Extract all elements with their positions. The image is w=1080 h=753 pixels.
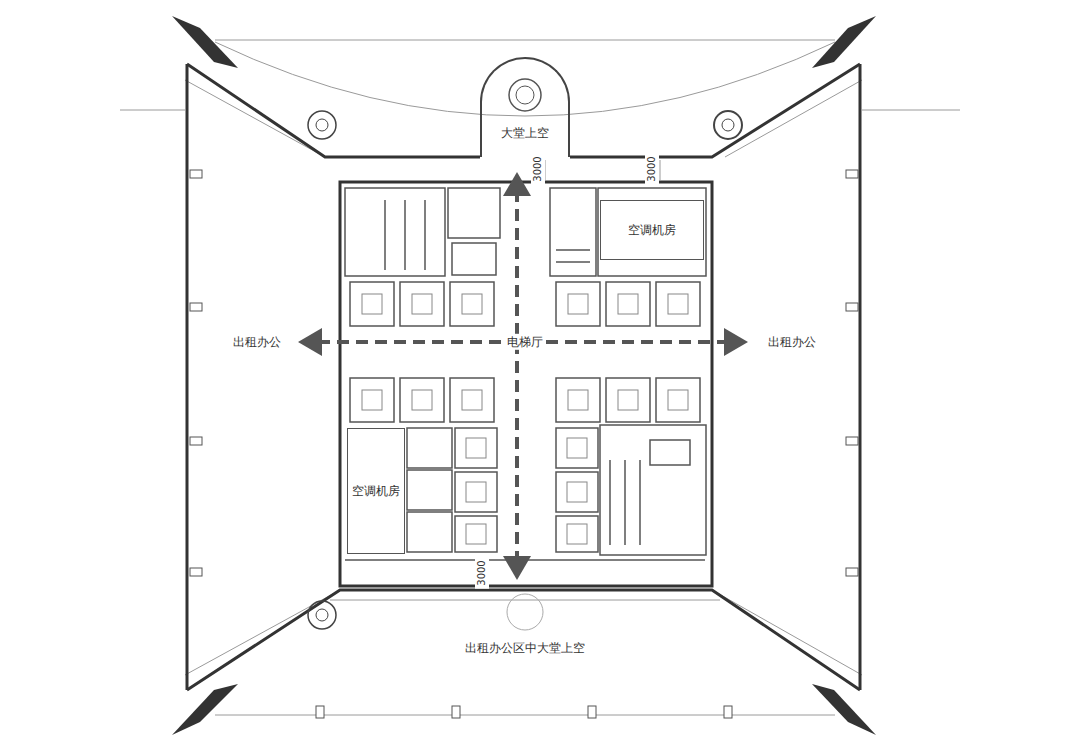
core-wall bbox=[340, 182, 712, 586]
facade-columns bbox=[190, 170, 858, 718]
corner-fins bbox=[172, 16, 876, 735]
zone-label: 出租办公区中大堂上空 bbox=[462, 640, 588, 656]
core-rooms bbox=[345, 188, 706, 560]
slab-edge bbox=[187, 64, 860, 690]
circulation-arrows bbox=[318, 190, 728, 562]
column-symbol bbox=[509, 79, 541, 111]
dimension: 3000 bbox=[531, 153, 545, 184]
arrow-heads bbox=[298, 172, 748, 580]
room-label: 空调机房 bbox=[628, 223, 676, 237]
zone-label: 出租办公 bbox=[233, 335, 281, 349]
column-symbol bbox=[516, 86, 534, 104]
elevator-cabins bbox=[362, 294, 688, 544]
dimension: 3000 bbox=[475, 557, 489, 588]
equipment-room: 空调机房 bbox=[347, 428, 405, 554]
lobby-void: 大堂上空 bbox=[480, 57, 570, 157]
room-label: 大堂上空 bbox=[501, 126, 549, 140]
dimension: 3000 bbox=[645, 153, 659, 184]
column-symbols bbox=[308, 111, 742, 630]
zone-label: 电梯厅 bbox=[504, 334, 546, 350]
zone-label: 出租办公 bbox=[768, 335, 816, 349]
room-label: 空调机房 bbox=[352, 484, 400, 498]
outline-lines bbox=[120, 40, 960, 715]
equipment-room: 空调机房 bbox=[600, 200, 704, 260]
